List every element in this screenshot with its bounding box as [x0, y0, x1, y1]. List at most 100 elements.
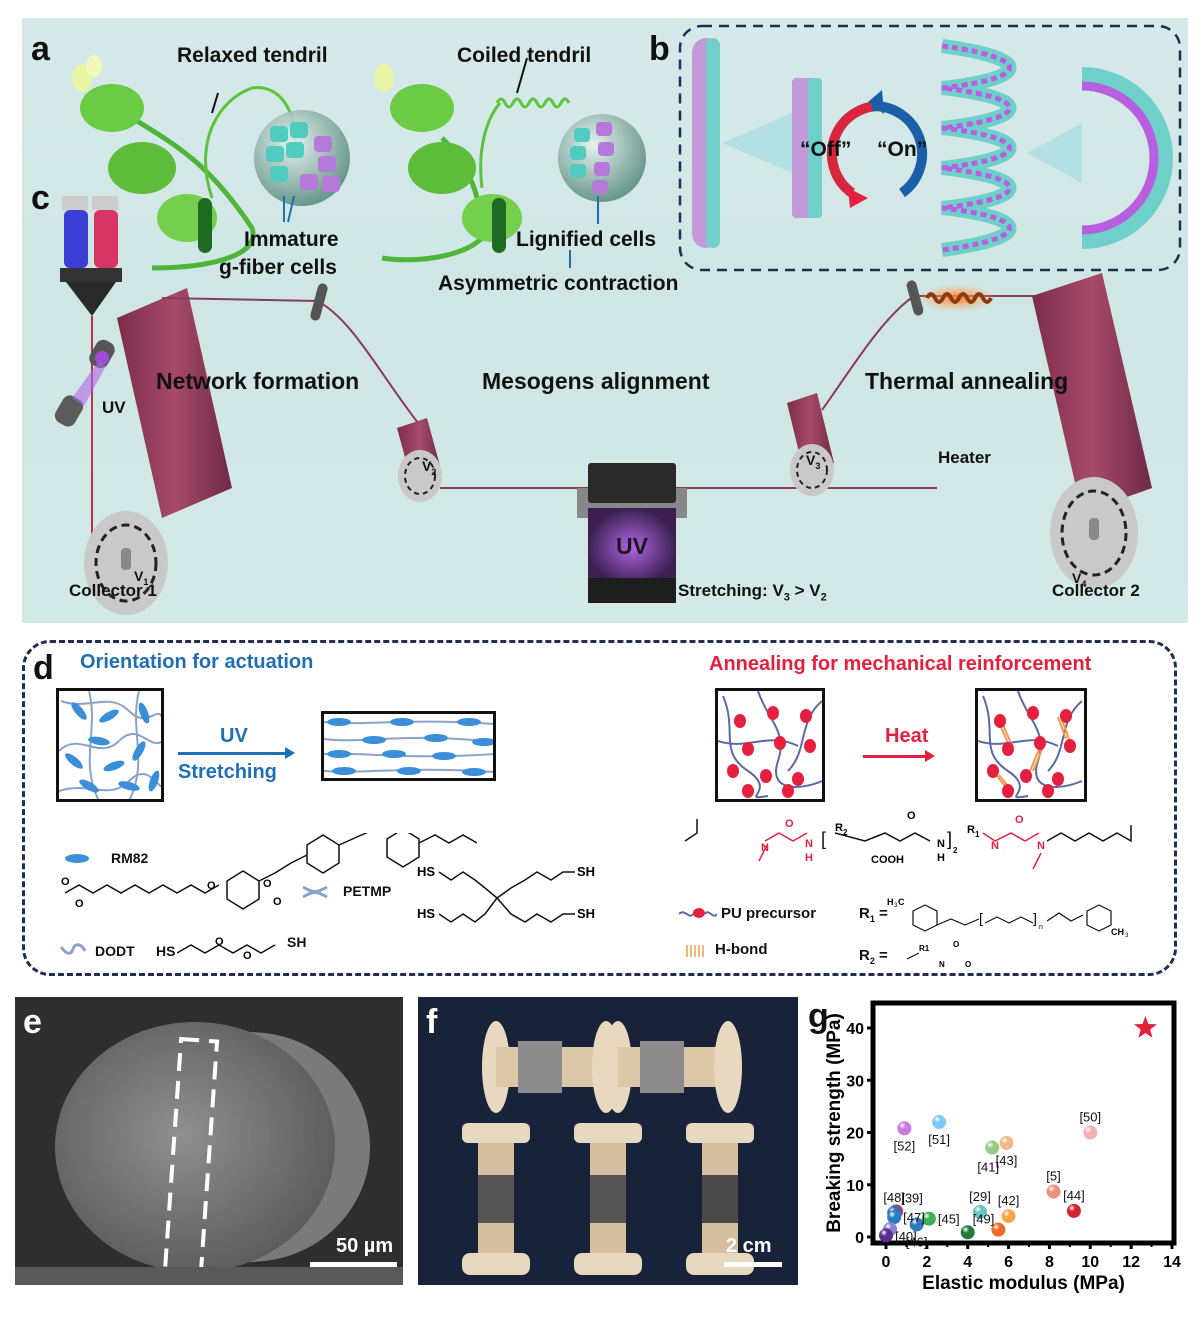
cell-zoom-bubble-immature: [254, 110, 350, 223]
svg-text:CH: CH: [1111, 927, 1124, 937]
panel-label-f: f: [426, 1003, 438, 1041]
label-v2: V2: [422, 458, 437, 477]
petmp-crosslinker-icon: [302, 885, 328, 899]
legend-rm82: RM82: [111, 850, 149, 866]
label-network-formation: Network formation: [156, 368, 360, 394]
data-point: [972, 1204, 987, 1219]
y-tick-label: 40: [846, 1021, 864, 1038]
pu-network-before-heat: [715, 688, 825, 802]
svg-text:2: 2: [953, 846, 958, 855]
cucumber-plant-relaxed: [72, 55, 297, 271]
panel-label-b: b: [649, 30, 670, 68]
data-point: [1083, 1125, 1098, 1140]
arrow-head-red: [925, 750, 935, 762]
svg-text:N: N: [805, 838, 813, 850]
label-v4: V4: [1072, 570, 1087, 589]
data-point-label: [50]: [1079, 1110, 1101, 1125]
svg-text:]: ]: [947, 829, 952, 849]
label-relaxed-tendril: Relaxed tendril: [177, 44, 328, 67]
fiber-straight-long: [692, 38, 720, 248]
svg-text:O: O: [965, 960, 971, 969]
dual-syringe-extruder: [60, 196, 122, 316]
scale-bar-f: [724, 1262, 782, 1267]
label-stretching-condition: Stretching: V3 > V2: [678, 581, 827, 604]
label-asymmetric-contraction: Asymmetric contraction: [438, 272, 679, 295]
y-tick-label: 30: [846, 1073, 864, 1090]
label-thermal-annealing: Thermal annealing: [865, 368, 1069, 394]
roller-v2: [397, 418, 442, 502]
r2-structure: R1 N O O: [906, 940, 971, 969]
arrow-heat: [863, 755, 927, 758]
data-point-label: [41]: [977, 1160, 999, 1175]
lc-network-aligned: [321, 711, 496, 781]
rm82-structure: O O O O O: [61, 833, 477, 910]
x-tick-label: 4: [963, 1254, 972, 1271]
sem-image-fiber-cross-section: e 50 µm: [15, 997, 403, 1285]
svg-text:COOH: COOH: [871, 854, 904, 866]
data-point: [999, 1135, 1014, 1150]
svg-text:O: O: [215, 936, 224, 948]
label-v1: V1: [134, 568, 149, 587]
panel-d-box: d Orientation for actuation Annealing fo…: [22, 640, 1177, 976]
label-immature-line1: Immature: [244, 228, 339, 251]
svg-text:2: 2: [843, 828, 848, 837]
panel-b-box: [678, 24, 1182, 272]
data-point-label: [39]: [901, 1190, 923, 1205]
svg-text:SH: SH: [577, 906, 595, 921]
panels-abc-illustration: a b c: [22, 18, 1188, 623]
panel-label-d: d: [33, 649, 54, 687]
data-point-label: [29]: [969, 1189, 991, 1204]
data-point-label: [45]: [938, 1212, 960, 1227]
panel-label-a: a: [31, 30, 50, 68]
data-point: [932, 1115, 947, 1130]
spool-bottom-middle: [574, 1123, 642, 1275]
label-mesogens-alignment: Mesogens alignment: [482, 368, 710, 394]
svg-text:HS: HS: [417, 864, 435, 879]
svg-text:O: O: [1015, 814, 1024, 826]
guide-roller-2: [906, 280, 924, 316]
pu-network-after-heat: [975, 688, 1087, 802]
uv-chamber: [577, 463, 687, 603]
data-point: [887, 1210, 902, 1225]
svg-text:O: O: [953, 940, 959, 949]
label-collector-2: Collector 2: [1052, 581, 1140, 600]
scale-bar-e: [310, 1262, 397, 1267]
arrow-label-uv: UV: [220, 725, 248, 747]
svg-text:O: O: [207, 880, 216, 892]
label-r2: R2 =: [859, 947, 888, 966]
fiber-face: [55, 1022, 335, 1272]
data-point: [1066, 1203, 1081, 1218]
svg-text:SH: SH: [577, 864, 595, 879]
svg-text:N: N: [1037, 840, 1045, 852]
dodt-formula-sh: SH: [287, 934, 307, 950]
x-tick-label: 10: [1081, 1254, 1099, 1271]
data-point-label: [51]: [928, 1132, 950, 1147]
arrow-head-blue: [285, 747, 295, 759]
data-point: [897, 1121, 912, 1136]
svg-text:n: n: [1039, 924, 1043, 931]
label-coiled-tendril: Coiled tendril: [457, 44, 592, 67]
h-bond-icon: [686, 945, 704, 957]
svg-text:[: [: [821, 829, 826, 849]
data-point-label: [52]: [894, 1138, 916, 1153]
dodt-structure: O O: [177, 936, 276, 959]
pu-precursor-icon: [679, 908, 717, 918]
data-point: [1046, 1184, 1061, 1199]
petmp-structure: HS HS SH SH: [417, 864, 595, 923]
data-point-label: [40]: [895, 1229, 917, 1244]
data-point: [985, 1140, 1000, 1155]
label-on-state: “On”: [877, 138, 928, 161]
svg-text:N: N: [937, 838, 945, 850]
y-tick-label: 10: [846, 1178, 864, 1195]
svg-text:O: O: [61, 876, 70, 888]
data-point: [1001, 1209, 1016, 1224]
data-point-label: [5]: [1046, 1169, 1060, 1184]
legend-h-bond: H-bond: [715, 941, 768, 958]
svg-text:C: C: [898, 897, 905, 907]
label-uv-chamber: UV: [616, 533, 648, 559]
data-point: [909, 1217, 924, 1232]
collector-1-spool: [84, 288, 232, 615]
label-uv-lamp: UV: [102, 398, 126, 417]
off-on-cycle-arrows: [826, 90, 928, 208]
